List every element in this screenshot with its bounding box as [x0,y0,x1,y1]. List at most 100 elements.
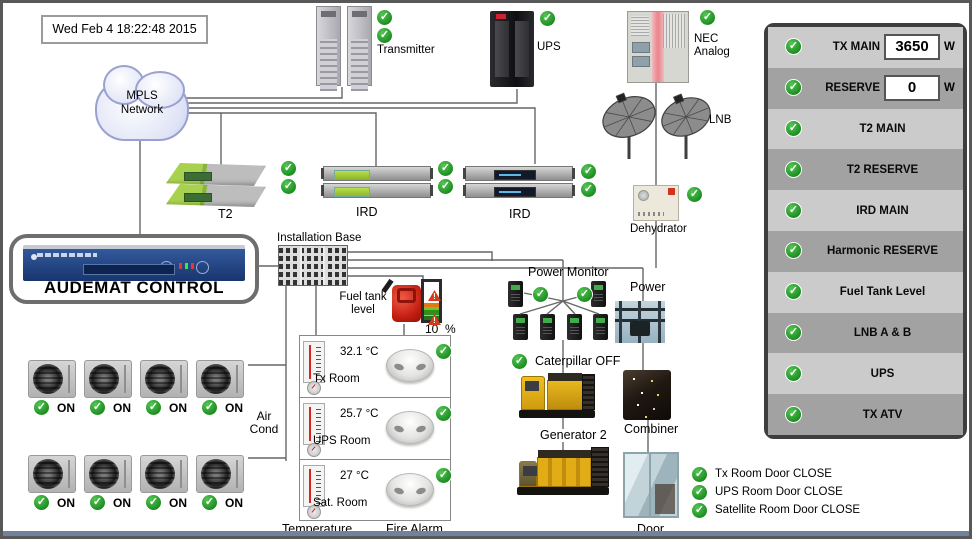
status-ok-icon [786,39,801,55]
ups-room-name: UPS Room [313,435,371,447]
status-ok-icon [281,161,296,176]
nec-analog-label: NEC Analog [694,33,730,58]
combiner-image[interactable] [623,370,671,420]
panel-row-tx-atv[interactable]: TX ATV [768,394,963,435]
panel-row-label: TX ATV [862,408,903,421]
t2-image[interactable] [166,163,276,207]
ac-on-status: ON [169,496,187,510]
status-ok-icon [90,495,105,510]
ac-unit[interactable] [28,360,76,398]
panel-row-t2-reserve[interactable]: T2 RESERVE [768,149,963,191]
smoke-detector-icon [386,473,434,506]
status-ok-icon [438,161,453,176]
ups-room-temp: 25.7 °C [340,408,379,420]
status-ok-icon [786,284,801,300]
panel-row-fuel-tank-level[interactable]: Fuel Tank Level [768,271,963,313]
t2-label: T2 [218,207,233,221]
status-ok-icon [687,187,702,202]
audemat-control[interactable]: AUDEMAT CONTROL [9,234,259,304]
ac-on-status: ON [225,401,243,415]
power-monitor-module[interactable] [567,314,582,340]
fuel-warning-icon [428,290,441,301]
power-monitor-module[interactable] [540,314,555,340]
dehydrator-image[interactable] [633,185,679,221]
installation-base-image[interactable] [278,245,348,286]
ac-unit[interactable] [84,455,132,493]
status-ok-icon [90,400,105,415]
panel-row-ird-main[interactable]: IRD MAIN [768,190,963,231]
ups-room-row[interactable]: 25.7 °C UPS Room [300,398,451,460]
combiner-label: Combiner [624,422,679,436]
status-ok-icon [786,80,801,96]
panel-row-t2-main[interactable]: T2 MAIN [768,108,963,150]
status-ok-icon [692,485,707,500]
panel-row-label: UPS [870,367,895,380]
panel-row-label: TX MAIN [832,41,880,54]
power-transformer-image[interactable] [615,301,665,343]
status-ok-icon [281,179,296,194]
dehydrator-label: Dehydrator [630,223,687,235]
ac-unit[interactable] [84,360,132,398]
sat-room-row[interactable]: 27 °C Sat. Room [300,460,451,521]
status-ok-icon [377,10,392,25]
tx-main-value[interactable]: 3650 [884,34,940,61]
generator2-image[interactable] [517,445,609,495]
status-ok-icon [786,406,801,422]
panel-row-harmonic-reserve[interactable]: Harmonic RESERVE [768,230,963,272]
audemat-control-label: AUDEMAT CONTROL [44,278,224,297]
fan-icon [201,364,231,394]
panel-row-label: Harmonic RESERVE [827,245,938,258]
status-ok-icon [581,182,596,197]
fan-icon [145,364,175,394]
bottom-border-strip [3,531,969,536]
status-ok-icon [533,287,548,302]
panel-row-label: LNB A & B [853,326,912,339]
ac-unit[interactable] [196,455,244,493]
power-monitor-module[interactable] [593,314,608,340]
fuel-level-gauge[interactable] [421,279,442,323]
transmitter-rack-1 [316,6,341,91]
panel-row-lnb-a-b[interactable]: LNB A & B [768,312,963,354]
tx-room-row[interactable]: 32.1 °C Tx Room [300,336,451,398]
ac-unit[interactable] [28,455,76,493]
power-monitor-module[interactable] [508,281,523,307]
ird2-image[interactable] [463,166,575,200]
status-ok-icon [540,11,555,26]
ups-image[interactable] [490,11,534,87]
transmitter-image[interactable] [316,6,374,91]
ird1-image[interactable] [321,166,433,200]
panel-row-label: T2 RESERVE [846,163,919,176]
status-ok-icon [700,10,715,25]
nec-analog-image[interactable] [627,11,689,83]
mpls-cloud-label: MPLS Network [120,90,164,116]
panel-row-label: Fuel Tank Level [839,286,926,299]
satellite-dish-icons[interactable] [601,91,721,163]
ird1-label: IRD [356,205,378,219]
satellite-room-door-status: Satellite Room Door CLOSE [715,504,861,516]
unit-label: W [944,82,955,95]
reserve-value[interactable]: 0 [884,75,940,102]
power-monitor-module[interactable] [591,281,606,307]
panel-row-reserve[interactable]: RESERVE 0 W [768,67,963,109]
status-ok-icon [438,179,453,194]
ac-unit[interactable] [196,360,244,398]
ac-on-status: ON [113,496,131,510]
status-ok-icon [786,324,801,340]
ac-unit[interactable] [140,455,188,493]
tx-room-door-status: Tx Room Door CLOSE [715,468,832,480]
door-image[interactable] [623,452,679,518]
panel-row-label: RESERVE [825,82,880,95]
transmitter-label: Transmitter [377,44,435,56]
generator1-image[interactable] [519,371,595,418]
fuel-can-icon[interactable] [392,285,421,322]
power-monitor-module[interactable] [513,314,528,340]
ac-unit[interactable] [140,360,188,398]
thermometer-icon [303,341,325,395]
connection-lines [139,83,657,476]
temperature-fire-panel: 32.1 °C Tx Room 25.7 °C UPS Room 27 °C S… [299,335,451,521]
status-ok-icon [34,400,49,415]
smoke-detector-icon [386,411,434,444]
panel-row-ups[interactable]: UPS [768,353,963,395]
panel-row-tx-main[interactable]: TX MAIN 3650 W [768,27,963,68]
status-ok-icon [436,406,451,421]
